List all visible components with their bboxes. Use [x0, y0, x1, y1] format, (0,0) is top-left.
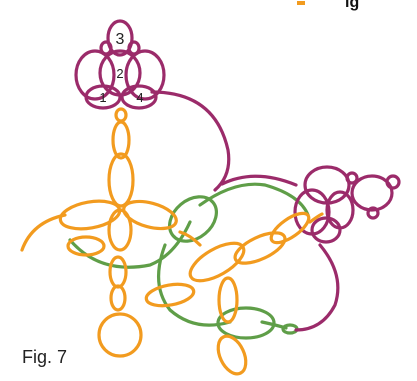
orange-chain-r-side: [308, 212, 324, 224]
purple-elements: [74, 19, 401, 332]
right-ring-top: [303, 165, 351, 205]
orange-ring-down-1: [108, 255, 128, 289]
green-chain-right-top: [198, 182, 310, 217]
figure-caption: Fig. 7: [22, 347, 68, 367]
green-ring-center: [168, 195, 218, 243]
orange-ring-r-right: [233, 231, 287, 265]
ring-3: [106, 19, 134, 57]
green-chain-lower: [156, 243, 232, 327]
orange-ring-r-right-2: [269, 211, 311, 245]
orange-chain-left: [20, 213, 67, 252]
orange-chain-r-top: [178, 230, 202, 247]
ring-4: [120, 84, 158, 110]
green-chains: [68, 182, 310, 340]
purple-chain-arc: [150, 90, 231, 192]
right-ring-middle: [325, 190, 355, 230]
orange-picot-top: [114, 107, 128, 123]
orange-ring-left-2: [66, 235, 106, 257]
orange-ring-r-down: [217, 276, 239, 324]
orange-ring-r-left: [144, 282, 196, 308]
right-ring-bottom: [310, 216, 342, 244]
orange-elements: [20, 107, 324, 376]
ring-label-2: 2: [116, 66, 123, 81]
legend-orange-marker: [297, 0, 305, 5]
cropped-header-label: ig: [345, 0, 360, 11]
right-ring-large: [350, 174, 394, 212]
cropped-header-text: ig: [297, 0, 359, 12]
right-picot-bottom: [366, 206, 380, 220]
ring-label-4: 4: [136, 90, 143, 105]
orange-ring-top-2: [107, 152, 135, 208]
orange-ring-center: [107, 208, 133, 252]
ring-lobe-left: [74, 49, 116, 101]
orange-ring-down-2: [109, 284, 127, 312]
right-picot-right: [385, 174, 401, 190]
ring-label-3: 3: [116, 31, 125, 48]
orange-ring-r-bottom: [216, 334, 248, 376]
purple-chain-down: [294, 243, 340, 332]
orange-ring-right: [122, 199, 178, 231]
ring-1: [84, 84, 122, 110]
green-ring-bottom: [216, 306, 276, 340]
orange-ring-top-1: [111, 120, 131, 160]
right-picot-top: [345, 171, 359, 185]
purple-chain-right: [220, 174, 298, 187]
ring-lobe-right: [124, 49, 166, 101]
orange-ring-bottom-large: [97, 312, 143, 358]
ring-label-1: 1: [99, 90, 106, 105]
